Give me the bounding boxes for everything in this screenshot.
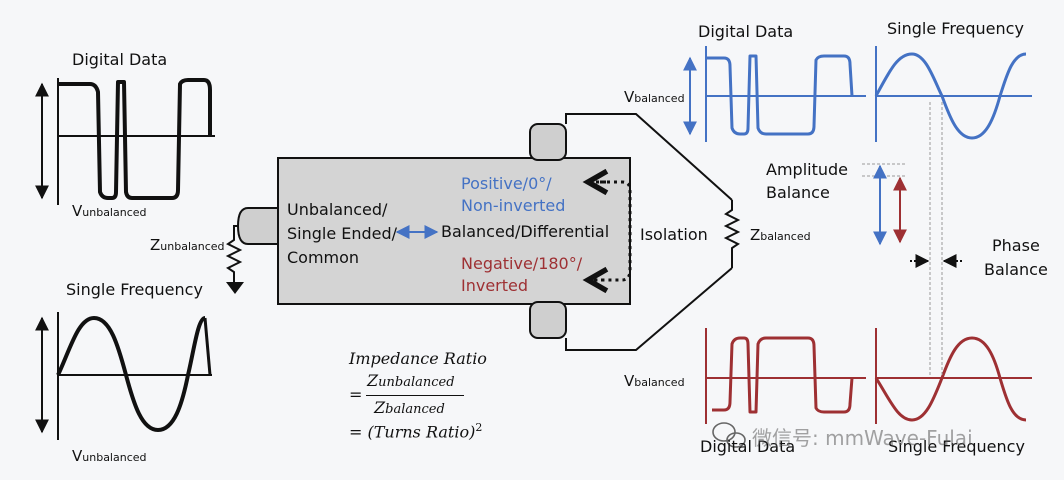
- balanced-port-bottom: [529, 301, 567, 339]
- left-digital-waveform: [57, 78, 215, 205]
- isolation-label: Isolation: [640, 225, 708, 244]
- transformer-block: [277, 157, 631, 305]
- v-balanced-label-top: Vbalanced: [624, 88, 685, 106]
- formula-numerator: Zunbalanced: [367, 371, 455, 390]
- left-digital-title: Digital Data: [72, 50, 168, 69]
- v-subscript: unbalanced: [82, 206, 147, 219]
- amplitude-balance-label: Amplitude Balance: [766, 158, 848, 204]
- right-sine-title-bottom: Single Frequency: [888, 437, 1025, 456]
- negative-line-2: Inverted: [461, 276, 529, 295]
- z-unbalanced-label: Zunbalanced: [150, 236, 225, 254]
- left-digital-v-label: Vunbalanced: [72, 202, 147, 220]
- numerator-subscript: unbalanced: [378, 375, 455, 390]
- wechat-icon: [712, 422, 746, 448]
- unbalanced-port-connector: [236, 207, 281, 245]
- v-subscript: balanced: [634, 92, 685, 105]
- amplitude-line-1: Amplitude: [766, 160, 848, 179]
- negative-label: Negative/180°/ Inverted: [461, 253, 582, 297]
- left-sine-waveform: [56, 312, 212, 440]
- left-sine-title: Single Frequency: [66, 280, 203, 299]
- formula-denominator: Zbalanced: [374, 398, 445, 417]
- positive-line-1: Positive/0°/: [461, 174, 552, 193]
- unbalanced-resistor-icon: [225, 225, 243, 282]
- v-subscript: balanced: [634, 376, 685, 389]
- z-balanced-label: Zbalanced: [750, 226, 811, 244]
- left-sine-v-label: Vunbalanced: [72, 447, 147, 465]
- z-subscript: unbalanced: [160, 240, 225, 253]
- phase-line-2: Balance: [984, 260, 1048, 279]
- turns-ratio-exponent: 2: [475, 421, 483, 434]
- unbalanced-line-3: Common: [287, 248, 360, 267]
- right-sine-waveform-positive: [874, 46, 1032, 142]
- negative-line-1: Negative/180°/: [461, 254, 583, 273]
- phase-line-1: Phase: [992, 236, 1040, 255]
- z-symbol: Z: [750, 226, 761, 244]
- positive-label: Positive/0°/ Non-inverted: [461, 173, 565, 217]
- v-balanced-label-bottom: Vbalanced: [624, 372, 685, 390]
- turns-ratio-text: = (Turns Ratio): [349, 422, 476, 442]
- z-symbol: Z: [150, 236, 161, 254]
- balanced-port-top: [529, 123, 567, 161]
- v-subscript: unbalanced: [82, 451, 147, 464]
- unbalanced-label: Unbalanced/ Single Ended/ Common: [287, 198, 397, 270]
- formula-turns-ratio: = (Turns Ratio)2: [349, 421, 482, 441]
- amplitude-line-2: Balance: [766, 183, 830, 202]
- balanced-resistor-icon: [723, 200, 741, 268]
- v-symbol: V: [624, 88, 635, 106]
- denominator-subscript: balanced: [385, 402, 445, 417]
- right-digital-waveform-negative: [705, 328, 866, 424]
- balanced-wire-top: [565, 113, 733, 201]
- denominator-symbol: Z: [374, 398, 386, 417]
- formula-fraction-bar: [366, 395, 464, 396]
- balanced-label: Balanced/Differential: [441, 222, 610, 241]
- impedance-ratio-title: Impedance Ratio: [349, 349, 487, 368]
- right-digital-title-bottom: Digital Data: [700, 437, 796, 456]
- z-subscript: balanced: [760, 230, 811, 243]
- ground-icon: [226, 282, 244, 294]
- v-symbol: V: [72, 202, 83, 220]
- unbalanced-line-2: Single Ended/: [287, 224, 398, 243]
- phase-balance-label: Phase Balance: [984, 234, 1048, 282]
- watermark-text: 微信号: mmWave-Fulai: [752, 426, 973, 450]
- numerator-symbol: Z: [367, 371, 379, 390]
- v-symbol: V: [624, 372, 635, 390]
- right-sine-waveform-negative: [874, 328, 1032, 424]
- v-symbol: V: [72, 447, 83, 465]
- formula-equals-1: =: [349, 385, 363, 404]
- right-digital-title-top: Digital Data: [698, 22, 794, 41]
- right-sine-title-top: Single Frequency: [887, 19, 1024, 38]
- right-digital-waveform-positive: [705, 46, 866, 142]
- unbalanced-line-1: Unbalanced/: [287, 200, 388, 219]
- balanced-wire-bottom: [565, 267, 733, 351]
- positive-line-2: Non-inverted: [461, 196, 566, 215]
